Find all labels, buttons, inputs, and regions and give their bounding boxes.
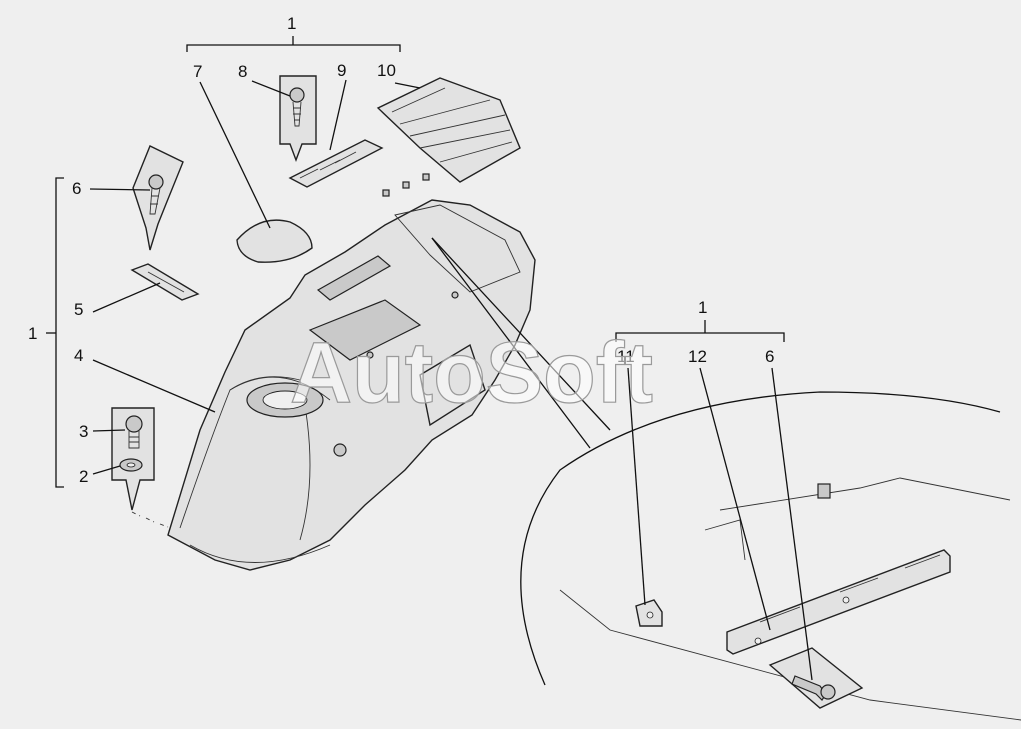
hole-icon (333, 443, 347, 457)
label-8: 8 (238, 62, 247, 81)
watermark-text: AutoSoft (290, 325, 653, 421)
label-group-right: 1 (698, 298, 707, 317)
part-8-screw: 8 (238, 62, 317, 162)
part-6-left-screw: 6 (72, 145, 184, 251)
clip-icon (402, 181, 410, 189)
label-11: 11 (617, 347, 635, 366)
bolt-head-icon (125, 415, 143, 433)
label-6-left: 6 (72, 179, 81, 198)
label-2: 2 (79, 467, 88, 486)
top-group-bracket: 1 (186, 14, 401, 52)
hole-icon (842, 596, 850, 604)
right-group-bracket: 1 (615, 298, 785, 342)
label-group-left: 1 (28, 324, 37, 343)
screw-head-icon (820, 684, 836, 700)
label-10: 10 (377, 61, 396, 80)
hole-icon (366, 351, 374, 359)
part-2-washer: 2 (79, 458, 169, 528)
hole-icon (754, 637, 762, 645)
part-3-bolt: 3 (79, 407, 155, 511)
left-group-bracket: 1 (28, 177, 64, 488)
label-group-top: 1 (287, 14, 296, 33)
part-10-mat: 10 (376, 61, 521, 197)
label-3: 3 (79, 422, 88, 441)
label-4: 4 (74, 346, 83, 365)
part-7-cap: 7 (193, 62, 313, 263)
label-7: 7 (193, 62, 202, 81)
clip-icon (422, 173, 430, 181)
hole-icon (451, 291, 459, 299)
bracket-icon (817, 483, 831, 499)
screw-head-icon (148, 174, 164, 190)
part-9-strip: 9 (288, 61, 384, 188)
detail-view: 11 12 6 (431, 237, 1021, 721)
label-12: 12 (688, 347, 707, 366)
clip-icon (382, 189, 390, 197)
screw-head-icon (289, 87, 305, 103)
label-5: 5 (74, 300, 83, 319)
part-5-plate: 5 (74, 263, 200, 319)
label-9: 9 (337, 61, 346, 80)
label-6-right: 6 (765, 347, 774, 366)
part-4-trim-panel: 4 (74, 199, 536, 571)
